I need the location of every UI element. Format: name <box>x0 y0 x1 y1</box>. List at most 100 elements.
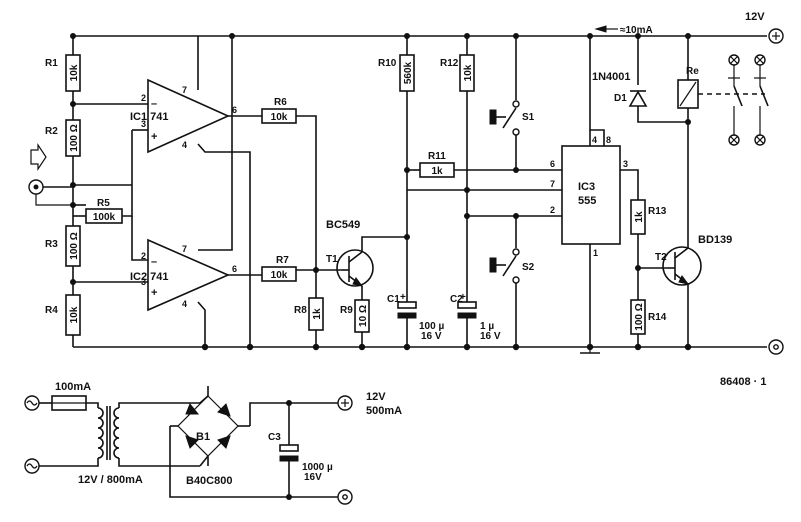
switch-s2: S2 <box>489 213 535 351</box>
input-terminal <box>28 143 73 206</box>
r10-label: R10 <box>378 58 397 69</box>
svg-text:7: 7 <box>550 179 555 189</box>
svg-text:8: 8 <box>606 135 611 145</box>
r5-network: 100k R5 <box>73 184 133 224</box>
svg-text:100 Ω: 100 Ω <box>634 303 645 330</box>
svg-text:–: – <box>151 98 157 110</box>
timing-r10-c1: 560k R10 + C1 100 µ 16 V <box>378 33 444 351</box>
fuse-label: 100mA <box>55 381 91 393</box>
t2-label: T2 <box>655 252 667 263</box>
transistor-t1: BC549 T1 10 Ω R9 <box>326 219 407 351</box>
svg-text:4: 4 <box>182 140 187 150</box>
svg-text:4: 4 <box>182 299 187 309</box>
d1-type-label: 1N4001 <box>592 71 631 83</box>
capacitor-c3 <box>279 444 299 452</box>
transistor-t2 <box>662 246 702 286</box>
r11-and-555-inputs: 1k R11 <box>407 151 562 217</box>
r8-label: R8 <box>294 305 307 316</box>
r14-label: R14 <box>648 312 667 323</box>
c1-label: C1 <box>387 294 400 305</box>
opamp-ic1: IC1 741 – + 2 3 7 4 6 <box>73 36 251 347</box>
r12-label: R12 <box>440 58 459 69</box>
transformer-label: 12V / 800mA <box>78 474 143 486</box>
c3-label: C3 <box>268 432 281 443</box>
r11-label: R11 <box>428 151 446 162</box>
timer-ic3: IC3 555 4 8 6 7 2 3 1 <box>550 33 639 354</box>
c2-label: C2 <box>450 294 463 305</box>
svg-text:10k: 10k <box>69 306 80 323</box>
r7-label: R7 <box>276 255 289 266</box>
t1-type-label: BC549 <box>326 219 360 231</box>
svg-text:+: + <box>460 292 466 303</box>
timing-r12-c2: 10k R12 + C2 1 µ 16 V <box>440 33 501 351</box>
diode-d1 <box>628 90 648 107</box>
ic1-label: IC1 741 <box>130 111 169 123</box>
svg-text:2: 2 <box>550 205 555 215</box>
svg-text:1k: 1k <box>431 166 443 177</box>
r2-label: R2 <box>45 126 58 137</box>
supply-current-label: ≈10mA <box>620 25 653 36</box>
capacitor-c2 <box>457 301 477 309</box>
svg-text:10k: 10k <box>271 270 288 281</box>
svg-text:100 Ω: 100 Ω <box>69 124 80 151</box>
s2-label: S2 <box>522 262 535 273</box>
driver-stage: 1k R13 100 Ω R14 T2 BD139 <box>630 122 732 351</box>
relay-contacts <box>728 54 769 146</box>
capacitor-c1 <box>397 301 417 309</box>
r5-label: R5 <box>97 198 110 209</box>
bridge-type-label: B40C800 <box>186 475 232 487</box>
svg-text:3: 3 <box>623 159 628 169</box>
ic3-type: 555 <box>578 195 596 207</box>
psu-current-label: 500mA <box>366 405 402 417</box>
svg-text:16 V: 16 V <box>421 331 442 342</box>
supply-voltage-label: 12V <box>745 11 765 23</box>
svg-text:560k: 560k <box>403 61 414 84</box>
relay-label: Re <box>686 66 699 77</box>
r4-label: R4 <box>45 305 58 316</box>
svg-text:1 µ: 1 µ <box>480 321 494 332</box>
r9-label: R9 <box>340 305 353 316</box>
r1-label: R1 <box>45 58 58 69</box>
r13-label: R13 <box>648 206 667 217</box>
svg-text:4: 4 <box>592 135 597 145</box>
bridge-label: B1 <box>196 431 210 443</box>
power-supply: 100mA 12V / 800mA B1 B40C800 <box>24 381 402 505</box>
svg-text:2: 2 <box>141 93 146 103</box>
svg-text:7: 7 <box>182 244 187 254</box>
svg-text:16 V: 16 V <box>480 331 501 342</box>
bridge-rectifier: B1 <box>170 386 250 466</box>
r3-label: R3 <box>45 239 58 250</box>
svg-text:6: 6 <box>232 105 237 115</box>
svg-text:100 Ω: 100 Ω <box>69 232 80 259</box>
ic2-label: IC2 741 <box>130 271 169 283</box>
s1-label: S1 <box>522 112 535 123</box>
r6-label: R6 <box>274 97 287 108</box>
svg-text:2: 2 <box>141 251 146 261</box>
svg-text:+: + <box>151 287 157 299</box>
t2-type-label: BD139 <box>698 234 732 246</box>
svg-text:10k: 10k <box>463 64 474 81</box>
svg-text:+: + <box>151 131 157 143</box>
svg-text:16V: 16V <box>304 472 322 483</box>
input-divider: 10k 100 Ω 100 Ω 10k R1 R2 R3 R4 <box>45 33 81 347</box>
figure-number: 86408 · 1 <box>720 376 766 388</box>
opamp-ic2: IC2 741 – + 2 3 7 4 6 <box>73 33 254 351</box>
svg-text:100k: 100k <box>93 212 116 223</box>
d1-label: D1 <box>614 93 627 104</box>
input-arrow-icon <box>30 143 47 171</box>
resistor-r7 <box>261 266 297 282</box>
relay-section: 1N4001 D1 Re <box>592 33 769 146</box>
supply-rails: 12V ≈10mA <box>73 11 784 355</box>
svg-text:7: 7 <box>182 85 187 95</box>
t1-label: T1 <box>326 254 338 265</box>
svg-text:6: 6 <box>232 264 237 274</box>
svg-text:6: 6 <box>550 159 555 169</box>
ic3-label: IC3 <box>578 181 595 193</box>
svg-text:10 Ω: 10 Ω <box>358 305 369 327</box>
svg-text:1k: 1k <box>634 211 645 223</box>
psu-voltage-label: 12V <box>366 391 386 403</box>
output-resistors: 10k R6 10k R7 1k R8 <box>228 97 342 351</box>
svg-text:10k: 10k <box>271 112 288 123</box>
svg-text:+: + <box>400 292 406 303</box>
